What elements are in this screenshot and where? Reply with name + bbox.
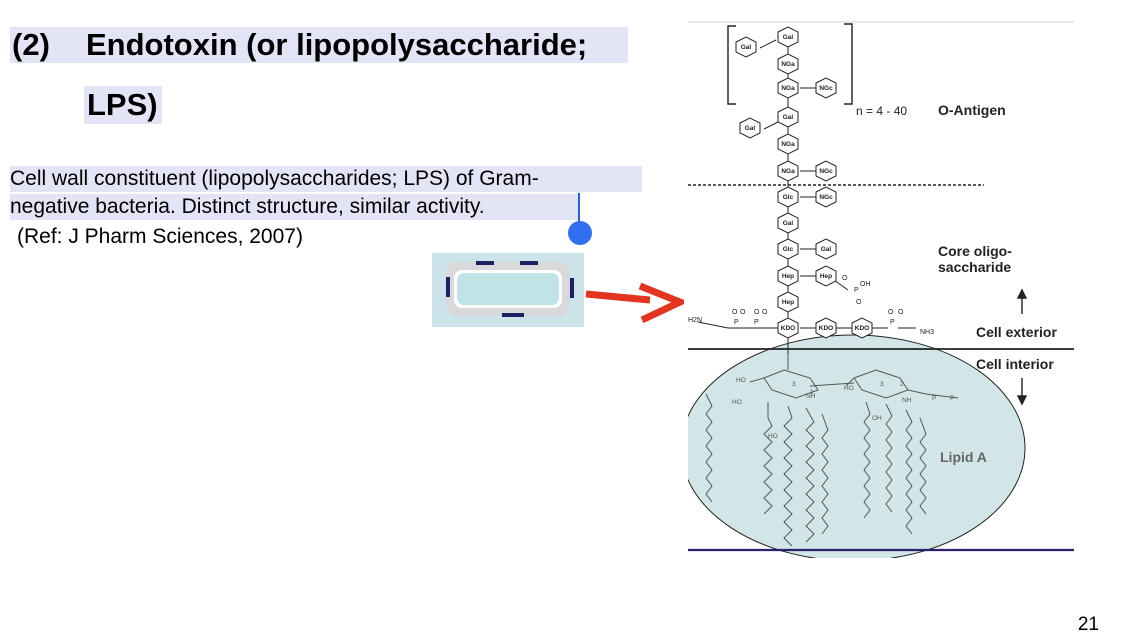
svg-text:HO: HO: [768, 433, 778, 440]
repeat-bracket-right: [844, 23, 853, 105]
svg-text:KDO: KDO: [819, 325, 833, 332]
svg-text:NGa: NGa: [781, 141, 795, 148]
o-antigen-label: O-Antigen: [938, 102, 1006, 118]
core-label-line-2: saccharide: [938, 259, 1011, 275]
slide-title-line-1: (2) Endotoxin (or lipopolysaccharide;: [10, 27, 628, 63]
svg-text:NGc: NGc: [819, 194, 833, 201]
svg-text:Hep: Hep: [820, 273, 832, 280]
core-label-line-1: Core oligo-: [938, 243, 1012, 259]
repeat-bracket-left: [727, 25, 736, 105]
svg-text:O: O: [762, 309, 768, 316]
exterior-arrow-up: [1016, 288, 1028, 314]
svg-text:P: P: [854, 287, 859, 294]
svg-text:OH: OH: [872, 415, 882, 422]
pointer-arrow: [585, 282, 684, 324]
lipid-a-label: Lipid A: [940, 449, 987, 465]
svg-text:KDO: KDO: [781, 325, 795, 332]
bacterium-illustration: [432, 253, 584, 327]
svg-text:HO: HO: [844, 385, 854, 392]
svg-text:H2N: H2N: [688, 317, 702, 324]
cell-exterior-label: Cell exterior: [976, 324, 1057, 340]
svg-text:NGa: NGa: [781, 61, 795, 68]
svg-text:KDO: KDO: [855, 325, 869, 332]
svg-text:O: O: [732, 309, 738, 316]
svg-text:Hep: Hep: [782, 299, 794, 306]
text-cursor: [578, 193, 580, 223]
lipid-a-ellipse: [688, 334, 1026, 558]
svg-text:NH3: NH3: [920, 329, 934, 336]
page-number: 21: [1077, 614, 1099, 635]
svg-text:3: 3: [880, 381, 884, 388]
svg-text:Gal: Gal: [783, 220, 794, 227]
svg-text:P: P: [890, 319, 895, 326]
svg-text:P: P: [734, 319, 739, 326]
lps-structure-diagram: Gal Gal NGa NGa NGc Gal Gal NGa NGa NGc …: [688, 21, 1074, 558]
svg-text:HO: HO: [736, 377, 746, 384]
svg-text:OH: OH: [860, 281, 871, 288]
body-text-line-1[interactable]: Cell wall constituent (lipopolysaccharid…: [10, 166, 642, 192]
reference-text[interactable]: (Ref: J Pharm Sciences, 2007): [17, 225, 303, 248]
svg-text:1: 1: [810, 389, 814, 396]
svg-text:P: P: [932, 395, 936, 402]
svg-text:Gal: Gal: [783, 34, 794, 41]
title-text: Endotoxin (or lipopolysaccharide;: [86, 27, 588, 62]
svg-text:P: P: [950, 395, 954, 402]
body-text-line-2[interactable]: negative bacteria. Distinct structure, s…: [10, 194, 580, 220]
svg-text:2: 2: [900, 381, 904, 388]
svg-text:HO: HO: [732, 399, 742, 406]
svg-text:Gal: Gal: [783, 114, 794, 121]
svg-text:O: O: [898, 309, 904, 316]
interior-arrow-down: [1016, 378, 1028, 406]
svg-text:P: P: [754, 319, 759, 326]
selection-handle[interactable]: [568, 221, 592, 245]
svg-text:Glc: Glc: [783, 194, 794, 201]
svg-text:NH: NH: [902, 397, 912, 404]
svg-text:O: O: [754, 309, 760, 316]
cell-interior-label: Cell interior: [976, 356, 1054, 372]
svg-text:Gal: Gal: [821, 246, 832, 253]
svg-text:Gal: Gal: [745, 125, 756, 132]
repeat-count-label: n = 4 - 40: [856, 104, 907, 118]
svg-text:O: O: [740, 309, 746, 316]
svg-text:NH: NH: [806, 393, 816, 400]
svg-text:Hep: Hep: [782, 273, 794, 280]
svg-text:O: O: [856, 299, 862, 306]
slide-title-line-2: LPS): [84, 86, 162, 124]
svg-text:NGc: NGc: [819, 85, 833, 92]
svg-text:Glc: Glc: [783, 246, 794, 253]
svg-text:NGa: NGa: [781, 168, 795, 175]
svg-text:NGc: NGc: [819, 168, 833, 175]
svg-text:Gal: Gal: [741, 44, 752, 51]
svg-text:O: O: [842, 275, 848, 282]
section-number: (2): [12, 27, 50, 62]
svg-text:O: O: [888, 309, 894, 316]
title-text-continued: LPS): [87, 87, 158, 122]
svg-text:3: 3: [792, 381, 796, 388]
svg-text:NGa: NGa: [781, 85, 795, 92]
